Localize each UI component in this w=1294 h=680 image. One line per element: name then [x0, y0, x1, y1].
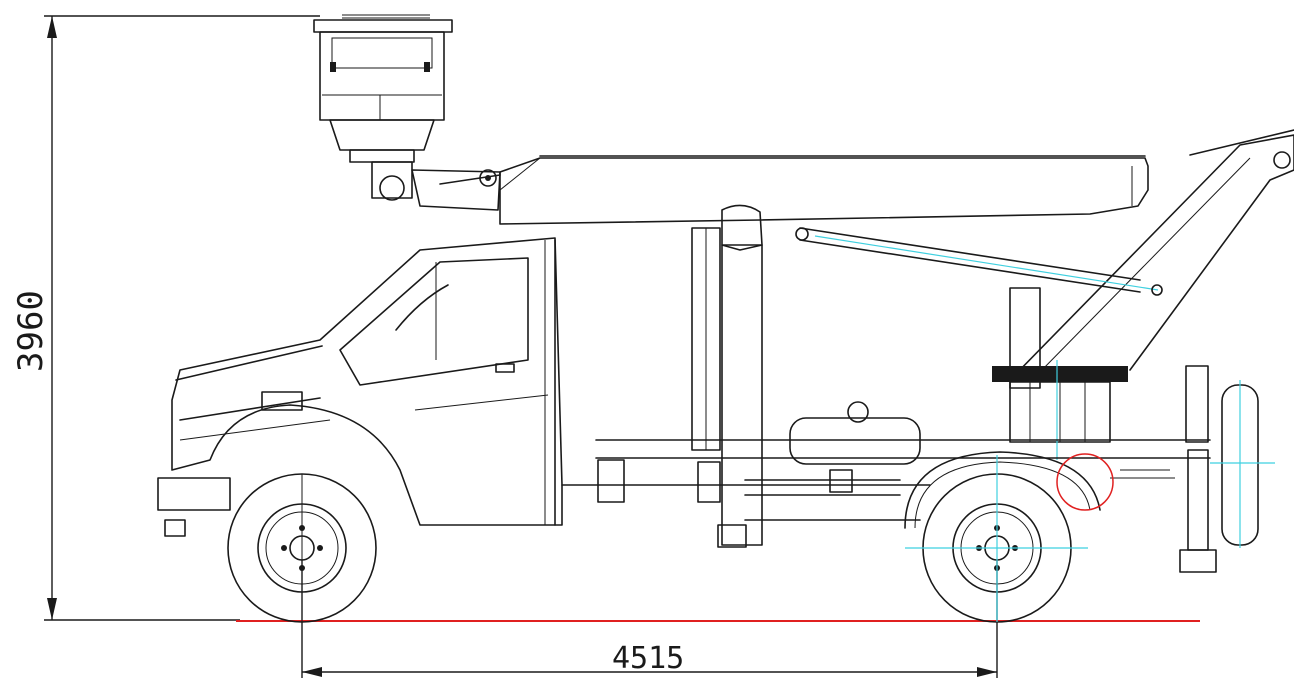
wheelbase-dimension: 4515: [301, 560, 998, 678]
turntable: [992, 287, 1128, 460]
basket-rotator: [371, 161, 501, 211]
wheelbase-dimension-label: 4515: [612, 641, 684, 676]
spare-wheel: [1210, 380, 1275, 548]
work-basket: [313, 14, 453, 163]
height-dimension: 3960: [11, 15, 320, 621]
height-dimension-label: 3960: [11, 290, 51, 372]
rear-outrigger: [1179, 365, 1217, 573]
rear-fender: [904, 451, 1101, 529]
lower-boom: [1009, 129, 1294, 381]
highlight-circle: [1056, 453, 1114, 511]
chassis-frame: [561, 439, 1211, 521]
rear-wheel: [905, 455, 1088, 623]
fuel-tank: [789, 401, 921, 493]
front-support-column: [691, 204, 763, 548]
truck-cab: [157, 237, 563, 537]
upper-boom: [499, 155, 1149, 225]
front-wheel: [227, 473, 377, 623]
boom-cylinder: [795, 227, 1163, 296]
